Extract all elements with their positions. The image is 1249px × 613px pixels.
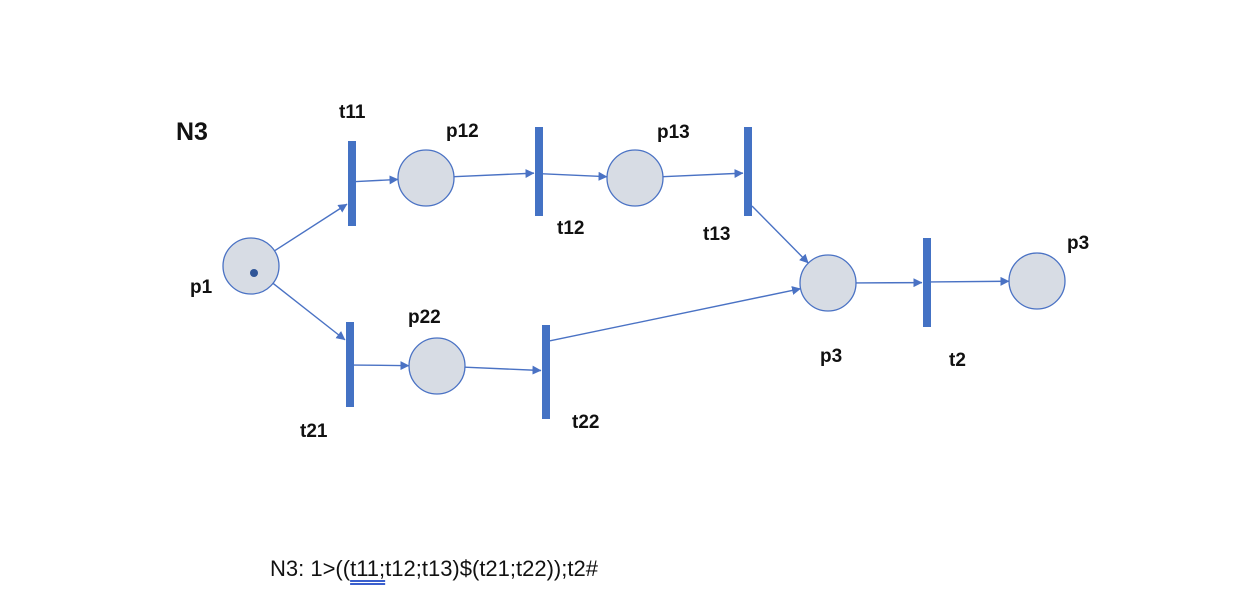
place-label-p22: p22 xyxy=(408,307,441,328)
arc-t11-p12 xyxy=(355,175,399,185)
place-label-p12: p12 xyxy=(446,121,479,142)
arc-t21-p22 xyxy=(353,361,410,371)
place-p22 xyxy=(408,337,466,395)
transition-t11 xyxy=(348,141,356,226)
places-layer xyxy=(222,149,1066,395)
net-title: N3 xyxy=(176,118,208,146)
place-label-p13: p13 xyxy=(657,122,690,143)
arc-p22-t22 xyxy=(464,365,542,375)
place-p3b xyxy=(1008,252,1066,310)
arc-p13-t13 xyxy=(662,169,744,179)
arc-t22-p3a xyxy=(549,286,802,342)
place-p13 xyxy=(606,149,664,207)
arc-p12-t12 xyxy=(453,169,535,179)
transition-label-t2: t2 xyxy=(949,350,966,371)
formula-underlined-term: t11; xyxy=(350,556,386,581)
arc-t13-p3a xyxy=(751,205,809,264)
transition-t12 xyxy=(535,127,543,216)
place-p1 xyxy=(222,237,280,295)
formula-suffix: t12;t13)$(t21;t22));t2# xyxy=(385,556,598,581)
arc-t2-p3b xyxy=(930,276,1010,286)
place-label-p1: p1 xyxy=(190,277,213,298)
arc-t12-p13 xyxy=(542,171,608,181)
arc-p1-t21 xyxy=(272,282,346,341)
transition-t13 xyxy=(744,127,752,216)
transition-label-t22: t22 xyxy=(572,412,599,433)
place-p12 xyxy=(397,149,455,207)
place-p3a xyxy=(799,254,857,312)
transition-t2 xyxy=(923,238,931,327)
arcs-layer xyxy=(272,169,1010,375)
token-p1 xyxy=(250,269,258,277)
transition-label-t12: t12 xyxy=(557,218,584,239)
place-label-p3b: p3 xyxy=(1067,233,1089,254)
formula-prefix: N3: 1>(( xyxy=(270,556,351,581)
net-formula: N3: 1>((t11;t12;t13)$(t21;t22));t2# xyxy=(270,556,598,582)
transition-label-t13: t13 xyxy=(703,224,730,245)
transition-label-t21: t21 xyxy=(300,421,328,442)
labels-layer: p1 p12 p13 p22 p3 p3 t11 t12 t13 t21 t22 t2 xyxy=(190,102,1089,442)
place-label-p3a: p3 xyxy=(820,346,842,367)
transition-t22 xyxy=(542,325,550,419)
arc-p1-t11 xyxy=(274,203,348,252)
transition-label-t11: t11 xyxy=(339,102,366,123)
transitions-layer xyxy=(346,127,931,419)
transition-t21 xyxy=(346,322,354,407)
